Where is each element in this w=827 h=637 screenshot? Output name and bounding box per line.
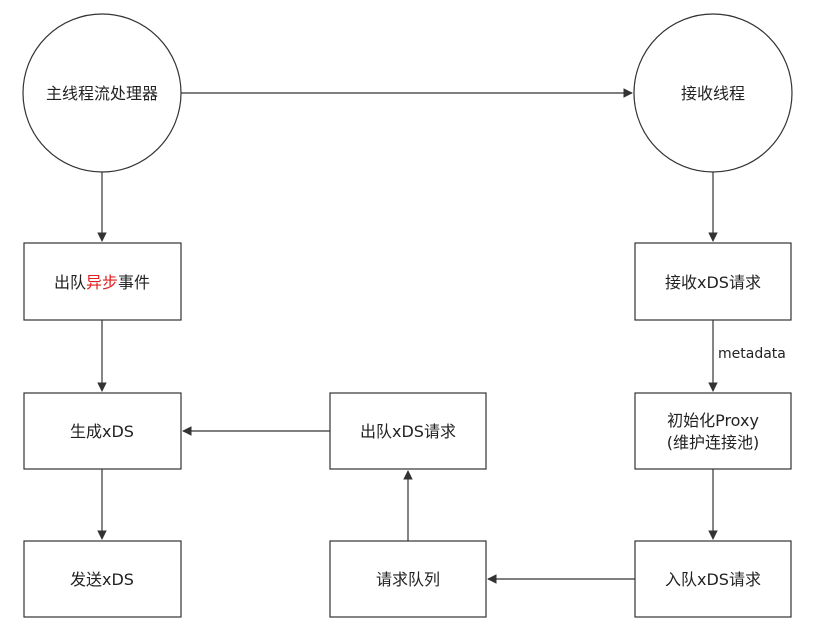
- req-queue-node: [329, 540, 487, 618]
- recv-thread-label: 接收线程: [681, 84, 745, 103]
- enqueue-xds-label: 入队xDS请求: [665, 570, 761, 589]
- send-xds-label: 发送xDS: [70, 570, 134, 589]
- dequeue-async-label-prefix: 出队: [54, 273, 86, 292]
- init-proxy-label-line1: 初始化Proxy: [667, 411, 759, 430]
- recv-xds-label: 接收xDS请求: [665, 273, 761, 292]
- recv-xds-node: [634, 242, 792, 321]
- dequeue-xds-node: [329, 392, 487, 470]
- enqueue-xds-node: [634, 540, 792, 618]
- dequeue-async-label-suffix: 事件: [118, 273, 150, 292]
- dequeue-async-label: 出队异步事件: [54, 273, 150, 292]
- metadata-edge-label: metadata: [718, 346, 786, 362]
- init-proxy-node: [634, 392, 792, 470]
- gen-xds-node: [23, 392, 182, 470]
- init-proxy-label-line2: (维护连接池): [667, 433, 760, 452]
- dequeue-xds-label: 出队xDS请求: [360, 422, 456, 441]
- dequeue-async-label-highlight: 异步: [86, 273, 118, 292]
- req-queue-label: 请求队列: [376, 570, 440, 589]
- main-thread-label: 主线程流处理器: [46, 84, 158, 103]
- gen-xds-label: 生成xDS: [70, 422, 134, 441]
- send-xds-node: [23, 540, 182, 618]
